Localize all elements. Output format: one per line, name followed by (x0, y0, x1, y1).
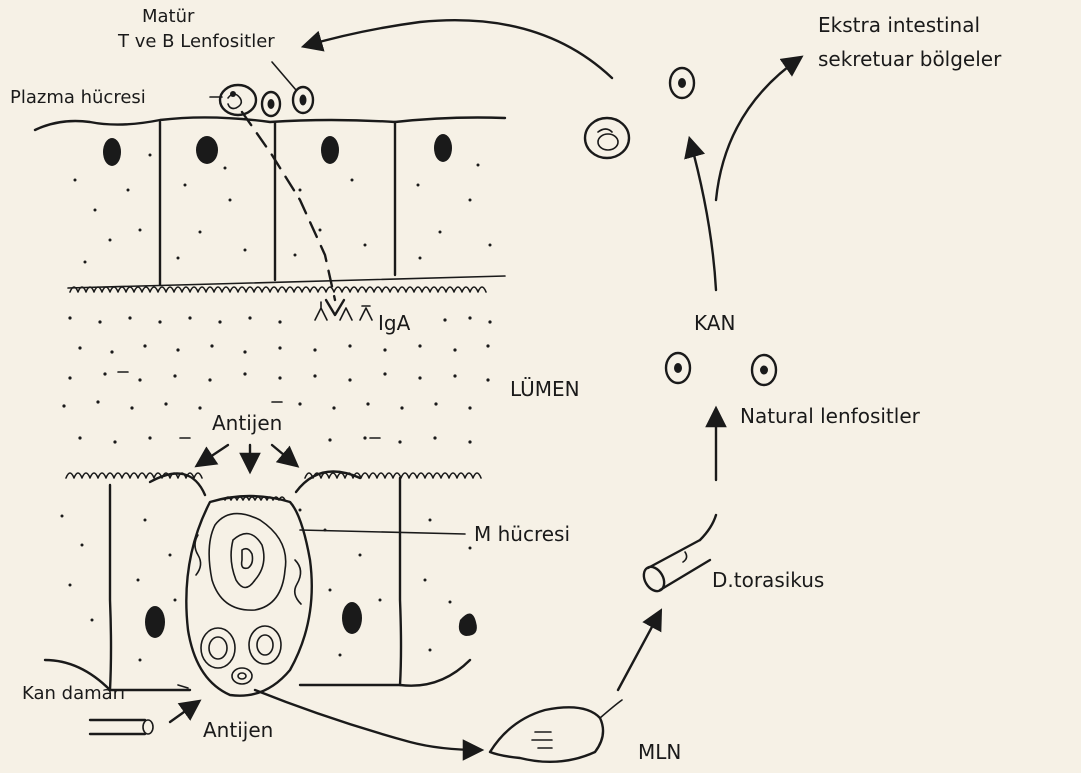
blood-vessel (90, 720, 153, 734)
label-mln: MLN (638, 740, 681, 764)
label-natural-lenfositler: Natural lenfositler (740, 404, 921, 428)
label-t-b-lenfositler: T ve B Lenfositler (117, 31, 275, 52)
lower-cell-dots (61, 509, 472, 662)
lower-brush-border-right (305, 473, 481, 478)
label-matur: Matür (142, 6, 195, 27)
label-antijen-top: Antijen (212, 411, 282, 435)
plasma-cell (220, 85, 256, 115)
label-plazma-hucresi: Plazma hücresi (10, 87, 146, 108)
upper-cell-dots (74, 154, 492, 264)
iga-molecules (315, 302, 372, 320)
label-d-torasikus: D.torasikus (712, 568, 824, 592)
label-kan: KAN (694, 311, 735, 335)
mln-node (490, 700, 622, 762)
label-sekretuar-bolgeler: sekretuar bölgeler (818, 47, 1002, 71)
mature-lymphocytes (262, 87, 313, 116)
label-antijen-bottom: Antijen (203, 718, 273, 742)
upper-epithelium (35, 117, 505, 292)
label-kan-damari: Kan damarı (22, 683, 125, 704)
label-m-hucresi: M hücresi (474, 522, 570, 546)
ductus-thoracicus (640, 515, 716, 595)
label-lumen: LÜMEN (510, 377, 580, 401)
m-cell (186, 496, 311, 696)
circulating-cells (585, 68, 694, 158)
label-iga: IgA (378, 311, 411, 335)
upper-brush-border (70, 287, 486, 292)
label-ekstra-intestinal: Ekstra intestinal (818, 13, 980, 37)
blood-lymphocytes (666, 353, 776, 385)
iga-secretion-path (242, 112, 335, 300)
lower-epithelium (45, 472, 481, 690)
